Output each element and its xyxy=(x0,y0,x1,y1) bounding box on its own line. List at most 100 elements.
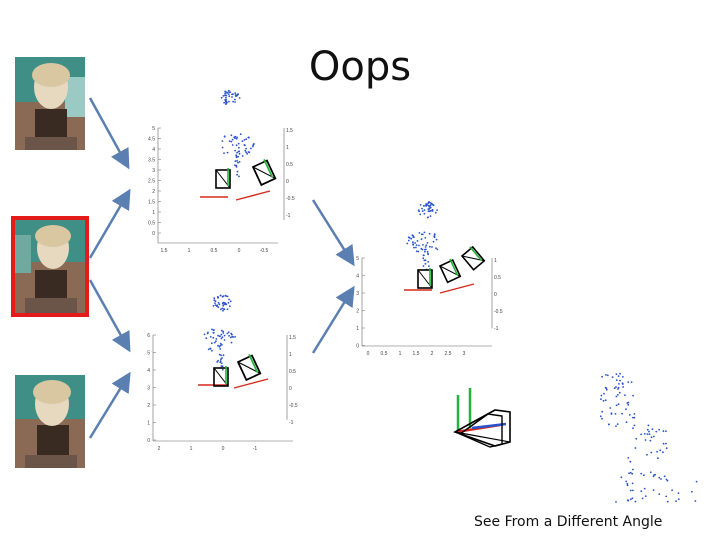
plot2-point xyxy=(217,334,219,337)
plot3-point xyxy=(416,240,419,242)
plot3-point xyxy=(428,265,430,267)
plot1-x-tick: 0.5 xyxy=(211,248,218,254)
rotated-point xyxy=(662,430,665,433)
rotated-point xyxy=(656,450,658,453)
plot3-point xyxy=(410,237,413,240)
plot3-point xyxy=(422,265,425,267)
plot2-point xyxy=(215,340,217,342)
plot1-point xyxy=(237,155,240,158)
plot1-point xyxy=(225,96,227,99)
plot1-point xyxy=(239,133,242,136)
rotated-point xyxy=(632,394,634,397)
plot2-z-tick: 1 xyxy=(289,352,292,358)
plot1-point xyxy=(231,96,233,98)
rotated-point xyxy=(615,373,618,376)
plot3-point xyxy=(424,250,426,253)
plot3-y-tick: 3 xyxy=(356,291,359,297)
plot2-point xyxy=(221,365,224,368)
plot1-point xyxy=(253,143,255,145)
plot1-point xyxy=(244,144,246,147)
plot1-point xyxy=(227,89,230,92)
plot2-point xyxy=(211,328,213,331)
rotated-point xyxy=(644,495,647,497)
plot2-point xyxy=(230,332,233,335)
plot1-point xyxy=(238,146,240,149)
plot2-point xyxy=(221,336,224,339)
rotated-point xyxy=(694,500,697,502)
rotated-point xyxy=(671,489,673,492)
plot1-x-tick: 1 xyxy=(188,248,191,254)
rotated-point xyxy=(635,437,638,440)
plot3-point xyxy=(425,248,427,251)
rotated-point xyxy=(643,433,646,435)
plot2-point xyxy=(222,309,224,312)
rotated-point xyxy=(640,490,643,493)
plot3-point xyxy=(425,244,428,247)
rotated-point xyxy=(658,493,661,495)
plot3-point xyxy=(427,210,430,213)
plot3-z-tick: 0 xyxy=(494,292,497,298)
plot3-x-tick: 2 xyxy=(431,351,434,357)
rotated-point xyxy=(665,495,668,498)
slide-title: Oops xyxy=(308,44,412,90)
plot1-z-tick: 1.5 xyxy=(286,128,293,134)
rotated-point xyxy=(646,453,648,456)
plot3-point xyxy=(413,246,415,249)
plot1-z-tick: 1 xyxy=(286,145,289,151)
rotated-camera-edge xyxy=(454,431,511,443)
plot1-point xyxy=(231,138,234,141)
plot1-point xyxy=(236,170,239,173)
plot2-point xyxy=(222,295,225,297)
plot1-point xyxy=(237,93,240,95)
plot3-point xyxy=(421,210,424,213)
plot2-point xyxy=(223,339,226,341)
plot3-point xyxy=(417,250,420,253)
plot3-point xyxy=(406,242,409,245)
plot1-z-tick: -0.5 xyxy=(286,196,295,202)
plot1-y-tick: 5 xyxy=(152,126,155,132)
plot3-z-tick: -1 xyxy=(494,326,499,332)
rotated-point xyxy=(691,490,693,493)
plot1-point xyxy=(241,155,244,157)
rotated-point xyxy=(626,499,629,501)
plot3-cam-x xyxy=(439,283,475,294)
plot1-camera-1 xyxy=(215,168,231,189)
plot1-y-tick: 4 xyxy=(152,147,155,153)
rotated-point xyxy=(610,413,613,415)
plot3-point xyxy=(418,232,421,234)
plot3-point xyxy=(429,206,432,209)
plot2-point xyxy=(220,337,223,340)
plot1-point xyxy=(222,95,225,97)
plot2-point xyxy=(212,305,215,307)
plot2-point xyxy=(218,353,221,356)
rotated-point xyxy=(617,375,620,377)
plot3-point xyxy=(421,248,424,251)
rotated-point xyxy=(658,428,660,431)
rotated-point xyxy=(615,425,617,427)
statue-photo-2-selected xyxy=(11,216,89,317)
plot1-point xyxy=(231,144,234,146)
rotated-point xyxy=(655,430,658,433)
plot3-point xyxy=(423,209,426,212)
plot1-point xyxy=(223,101,226,104)
plot2-point xyxy=(222,332,225,334)
plot2-point xyxy=(224,294,227,297)
plot1-point xyxy=(224,92,227,95)
plot3-point xyxy=(426,242,429,244)
plot3-point xyxy=(420,238,423,241)
rotated-point xyxy=(644,439,647,441)
plot3-point xyxy=(415,244,418,247)
plot2-point xyxy=(220,329,223,332)
plot3-point xyxy=(436,209,438,212)
plot3-point xyxy=(423,205,425,207)
plot3-point xyxy=(426,250,429,253)
plot1-camera-1-frame xyxy=(215,169,231,189)
plot1-point xyxy=(232,93,234,95)
rotated-point xyxy=(615,404,618,407)
rotated-point xyxy=(659,449,662,452)
plot3-point xyxy=(423,231,426,234)
plot2-z-tick: -1 xyxy=(289,420,294,426)
plot1-point xyxy=(245,138,248,141)
rotated-point xyxy=(625,480,628,483)
